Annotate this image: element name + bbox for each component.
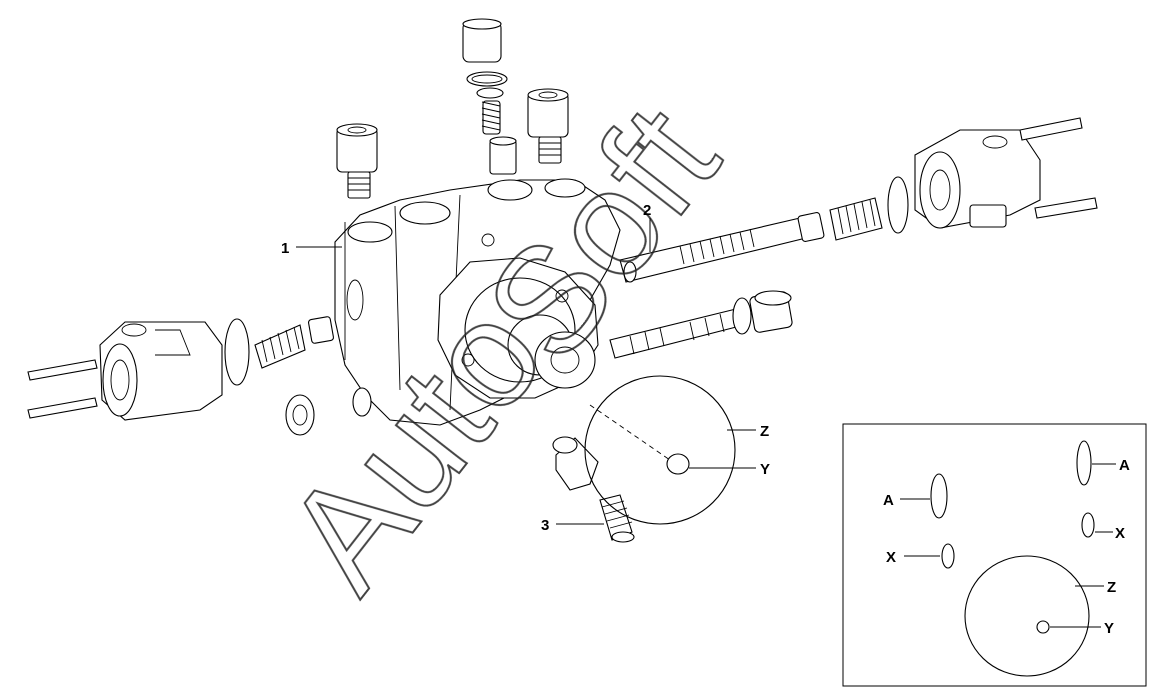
right-relief-cartridge [527, 88, 569, 164]
callouts: 1 2 3 Z Y [281, 202, 770, 534]
valve-body [334, 178, 621, 426]
seal-x-left [941, 543, 955, 569]
check-valve [552, 436, 635, 543]
detail-z: Z [1107, 579, 1116, 596]
callout-3: 3 [541, 517, 549, 534]
seal-y-detail [1036, 620, 1050, 634]
callout-y: Y [760, 461, 770, 478]
detail-a-left: A [883, 492, 894, 509]
top-plug-stack [462, 18, 517, 175]
right-spool-assembly [619, 117, 1098, 283]
lower-spool-assembly [609, 290, 793, 359]
callout-1: 1 [281, 240, 289, 257]
left-end-cap-assembly [27, 316, 372, 436]
detail-x-right: X [1115, 525, 1125, 542]
seal-disk-z [584, 375, 736, 525]
seal-a-right [1076, 440, 1092, 486]
detail-a-right: A [1119, 457, 1130, 474]
left-relief-cartridge [336, 123, 378, 199]
seal-x-right [1081, 512, 1095, 538]
callout-z: Z [760, 423, 769, 440]
detail-inset: A A X X Z Y [842, 423, 1147, 687]
seal-z-detail [964, 555, 1090, 677]
callout-2: 2 [643, 202, 651, 219]
detail-x-left: X [886, 549, 896, 566]
detail-y: Y [1104, 620, 1114, 637]
seal-a-left [930, 473, 948, 519]
